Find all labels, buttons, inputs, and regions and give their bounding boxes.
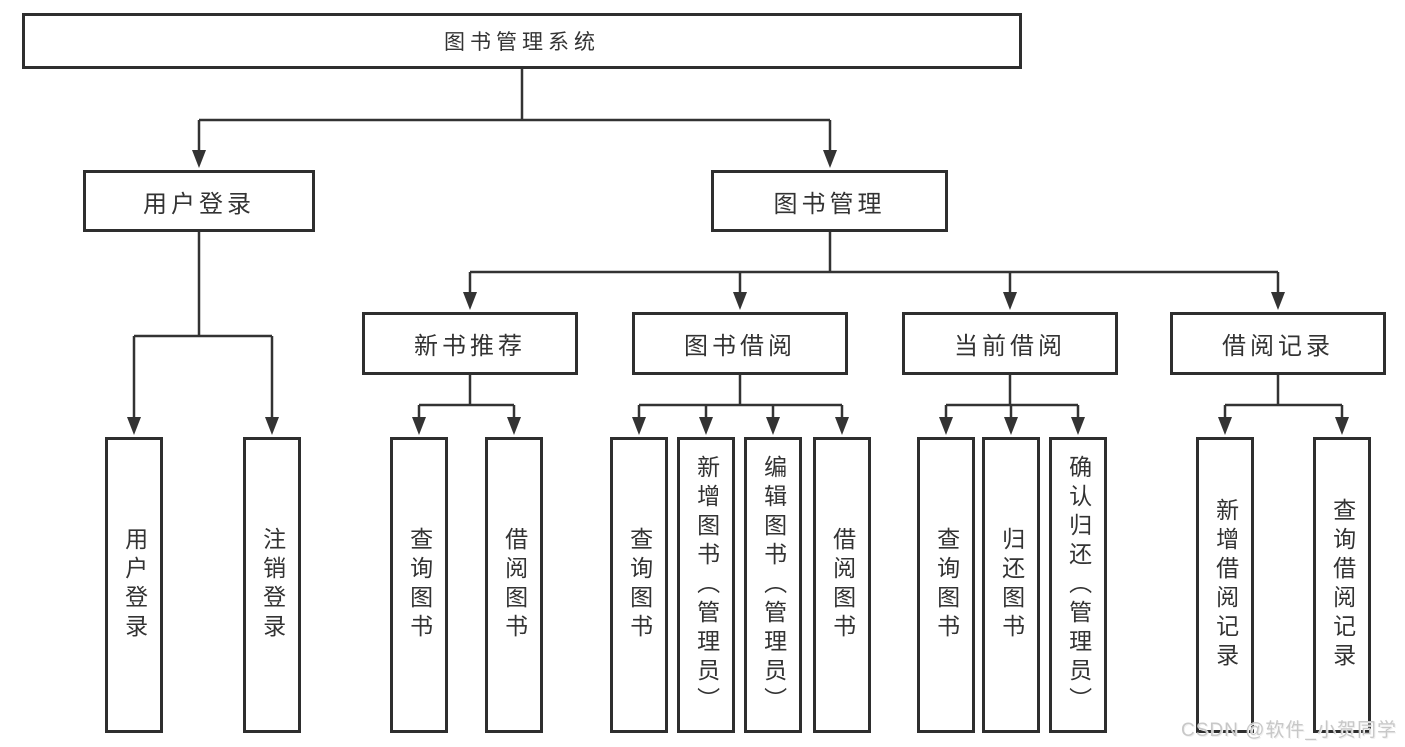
node-user-login-label: 用户登录 bbox=[143, 190, 255, 218]
leaf-query-borrow-record: 查询借阅记录 bbox=[1313, 437, 1371, 733]
csdn-watermark: CSDN @软件_小贺同学 bbox=[1181, 720, 1397, 741]
leaf-edit-book-admin: 编辑图书（管理员） bbox=[744, 437, 802, 733]
leaf-borrow-book-1: 借阅图书 bbox=[485, 437, 543, 733]
node-book-management: 图书管理 bbox=[711, 170, 948, 232]
leaf-return-book: 归还图书 bbox=[982, 437, 1040, 733]
leaf-logout: 注销登录 bbox=[243, 437, 301, 733]
node-borrow-records-label: 借阅记录 bbox=[1222, 333, 1334, 360]
node-new-book-recommend: 新书推荐 bbox=[362, 312, 578, 375]
node-root-label: 图书管理系统 bbox=[444, 31, 600, 54]
leaf-add-book-admin: 新增图书（管理员） bbox=[677, 437, 735, 733]
node-root: 图书管理系统 bbox=[22, 13, 1022, 69]
node-book-borrow: 图书借阅 bbox=[632, 312, 848, 375]
leaf-query-book-3: 查询图书 bbox=[917, 437, 975, 733]
leaf-add-borrow-record: 新增借阅记录 bbox=[1196, 437, 1254, 733]
node-book-management-label: 图书管理 bbox=[773, 190, 886, 218]
node-book-borrow-label: 图书借阅 bbox=[684, 333, 796, 360]
leaf-borrow-book-2: 借阅图书 bbox=[813, 437, 871, 733]
leaf-query-book-1: 查询图书 bbox=[390, 437, 448, 733]
leaf-confirm-return-admin: 确认归还（管理员） bbox=[1049, 437, 1107, 733]
leaf-user-login: 用户登录 bbox=[105, 437, 163, 733]
node-user-login: 用户登录 bbox=[83, 170, 315, 232]
leaf-query-book-2: 查询图书 bbox=[610, 437, 668, 733]
node-borrow-records: 借阅记录 bbox=[1170, 312, 1386, 375]
node-current-borrow-label: 当前借阅 bbox=[954, 333, 1066, 360]
node-new-book-recommend-label: 新书推荐 bbox=[414, 333, 526, 360]
node-current-borrow: 当前借阅 bbox=[902, 312, 1118, 375]
